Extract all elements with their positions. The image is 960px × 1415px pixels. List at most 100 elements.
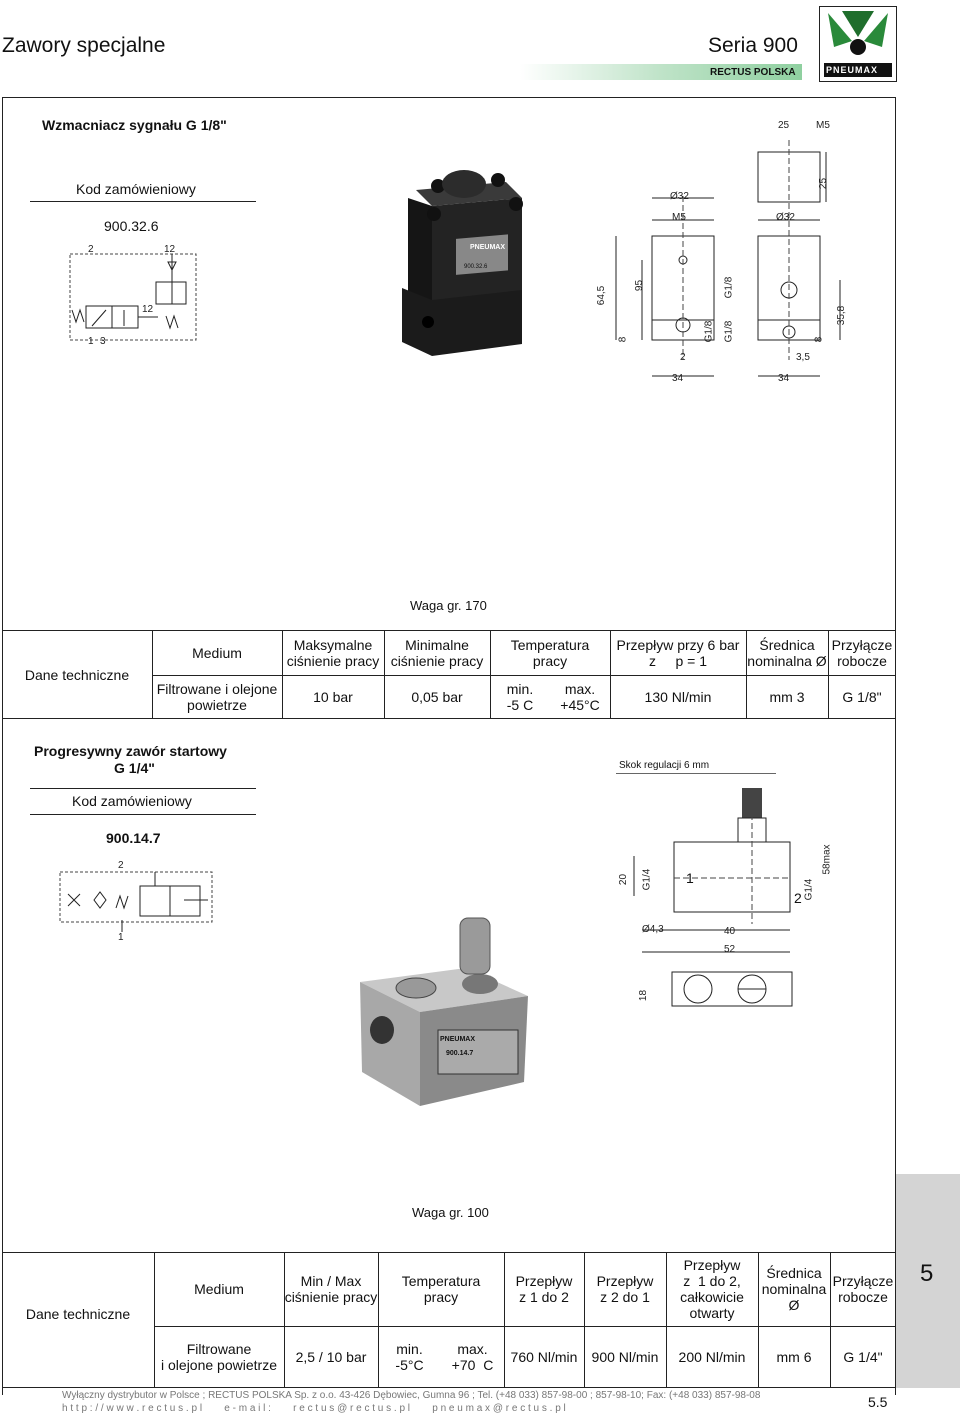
t2-h-conn: Przyłącze robocze — [830, 1252, 896, 1326]
t1-v7 — [828, 630, 829, 719]
dim-m5: M5 — [672, 212, 686, 223]
order-label-1: Kod zamówieniowy — [76, 181, 196, 197]
dim2-52: 52 — [724, 944, 736, 955]
order-label-2: Kod zamówieniowy — [72, 793, 192, 809]
dim-phi32-b: Ø32 — [776, 212, 795, 223]
t1-v-medium-2: powietrze — [187, 696, 247, 713]
dim-35-8: 35,8 — [836, 305, 848, 326]
symbol1-port-2: 2 — [88, 244, 94, 255]
t1-v-conn: G 1/8" — [842, 688, 882, 705]
t1-h-max-1: Maksymalne — [293, 636, 373, 653]
t1-h-temp: Temperatura pracy — [490, 630, 610, 675]
t2-h-flowopen-3: całkowicie — [680, 1289, 744, 1305]
t2-h-flow12-1: Przepływ — [515, 1273, 573, 1289]
t1-h-diam: Średnica nominalna Ø — [746, 630, 828, 675]
section1-title: Wzmacniacz sygnału G 1/8" — [42, 117, 227, 133]
dim-2: 2 — [680, 352, 686, 363]
logo-emblem-icon — [824, 11, 892, 77]
series-title: Seria 900 — [708, 34, 798, 57]
t2-v-flow12: 760 Nl/min — [510, 1348, 578, 1365]
weight-1: Waga gr. 170 — [410, 598, 487, 613]
t2-h-temp-1: Temperatura — [401, 1273, 481, 1289]
photo1-label: PNEUMAX — [470, 244, 506, 251]
dim2-40: 40 — [724, 926, 736, 937]
t1-v2 — [282, 630, 283, 719]
chapter-number: 5 — [920, 1260, 934, 1287]
t2-v-diam: mm 6 — [776, 1348, 812, 1365]
t2-mid — [154, 1326, 896, 1327]
t2-v-temp-min: min. -5°C — [378, 1326, 441, 1387]
section2-right-border — [895, 719, 896, 1395]
t1-v-max: 10 bar — [313, 688, 353, 705]
t2-h-flow21-1: Przepływ — [596, 1273, 654, 1289]
symbol2-port-2: 2 — [118, 860, 124, 871]
t2-h-conn-1: Przyłącze — [832, 1273, 894, 1289]
t2-v8 — [830, 1252, 831, 1388]
t1-side-label: Dane techniczne — [24, 666, 130, 683]
chapter-side-tab — [896, 1174, 960, 1388]
t1-v-flow: 130 Nl/min — [644, 688, 712, 705]
dim-34-b: 34 — [778, 373, 790, 384]
t2-h-flow12: Przepływ z 1 do 2 — [504, 1252, 584, 1326]
dim2-g14-a: G1/4 — [641, 868, 653, 891]
dim-g18-a: G1/8 — [703, 320, 715, 343]
technical-drawing-2: 20 G1/4 1 2 G1/4 58max Ø4,3 40 52 18 — [614, 784, 854, 1020]
adjust-underline — [616, 773, 776, 774]
dim-m5-top: M5 — [816, 120, 830, 131]
t1-h-conn: Przyłącze robocze — [828, 630, 896, 675]
t1-h-diam-1: Średnica — [759, 636, 815, 653]
t2-v6 — [666, 1252, 667, 1388]
section1-left-border — [2, 97, 3, 719]
dim2-port-1: 1 — [686, 870, 694, 886]
tech-table-1: Dane techniczne Medium Maksymalne ciśnie… — [2, 630, 896, 719]
t1-h-max-2: ciśnienie pracy — [286, 652, 380, 669]
t1-v-medium-1: Filtrowane i olejone — [156, 680, 278, 697]
t2-h-diam-2: nominalna — [761, 1281, 827, 1297]
valve-symbol-2: 2 1 — [58, 860, 214, 946]
t1-v-medium: Filtrowane i olejone powietrze — [152, 675, 282, 718]
t2-h-pressure-2: ciśnienie pracy — [284, 1289, 378, 1305]
t2-top — [2, 1252, 896, 1253]
footer-line-2: h t t p : / / w w w . r e c t u s . p l … — [62, 1403, 566, 1414]
t1-h-min-2: ciśnienie pracy — [390, 652, 484, 669]
t2-v3 — [378, 1252, 379, 1388]
t1-h-min: Minimalne ciśnienie pracy — [384, 630, 490, 675]
photo1-code: 900.32.6 — [464, 264, 488, 270]
product-photo-1: PNEUMAX 900.32.6 — [398, 162, 526, 358]
t2-v-medium-2: i olejone powietrze — [161, 1356, 277, 1373]
t1-v6 — [746, 630, 747, 719]
t2-h-flow21-2: z 2 do 1 — [600, 1289, 650, 1305]
dim2-20: 20 — [618, 873, 630, 886]
section1-right-border — [895, 97, 896, 719]
t1-h-conn-2: robocze — [837, 652, 887, 669]
order2-topline — [30, 788, 256, 789]
product-photo-2: PNEUMAX 900.14.7 — [356, 912, 534, 1112]
valve-symbol-1: 2 12 12 1 3 — [68, 244, 198, 347]
dim2-18: 18 — [638, 989, 650, 1002]
t2-h-flow21: Przepływ z 2 do 1 — [584, 1252, 666, 1326]
t1-h-medium: Medium — [192, 644, 242, 661]
technical-drawing-1: 25 M5 25 Ø32 M5 Ø32 64,5 95 G1/8 G1/8 G1… — [590, 110, 890, 390]
t2-bottom — [2, 1387, 896, 1388]
dim-95: 95 — [634, 279, 646, 292]
section2-title-1: Progresywny zawór startowy — [34, 743, 227, 759]
symbol1-port-12b: 12 — [142, 304, 154, 315]
order-underline-1 — [30, 201, 256, 202]
footer-line-1: Wyłączny dystrybutor w Polsce ; RECTUS P… — [62, 1390, 761, 1401]
t2-v2 — [284, 1252, 285, 1388]
order-underline-2 — [30, 814, 256, 815]
t2-side-label: Dane techniczne — [25, 1306, 131, 1322]
t1-v3 — [384, 630, 385, 719]
t2-v-flowopen: 200 Nl/min — [678, 1348, 746, 1365]
dim2-g14-b: G1/4 — [803, 878, 815, 901]
dim-25-top: 25 — [778, 120, 790, 131]
dim2-port-2: 2 — [794, 890, 802, 906]
tech-table-2: Dane techniczne Medium Min / Max ciśnien… — [2, 1252, 896, 1388]
weight-2: Waga gr. 100 — [412, 1205, 489, 1220]
symbol1-port-1: 1 — [88, 336, 94, 347]
symbol1-port-3: 3 — [100, 336, 106, 347]
t2-v1 — [154, 1252, 155, 1388]
dim-25-vertical: 25 — [818, 177, 830, 190]
dim-8-b: 8 — [813, 336, 825, 343]
photo2-label: PNEUMAX — [440, 1036, 476, 1043]
